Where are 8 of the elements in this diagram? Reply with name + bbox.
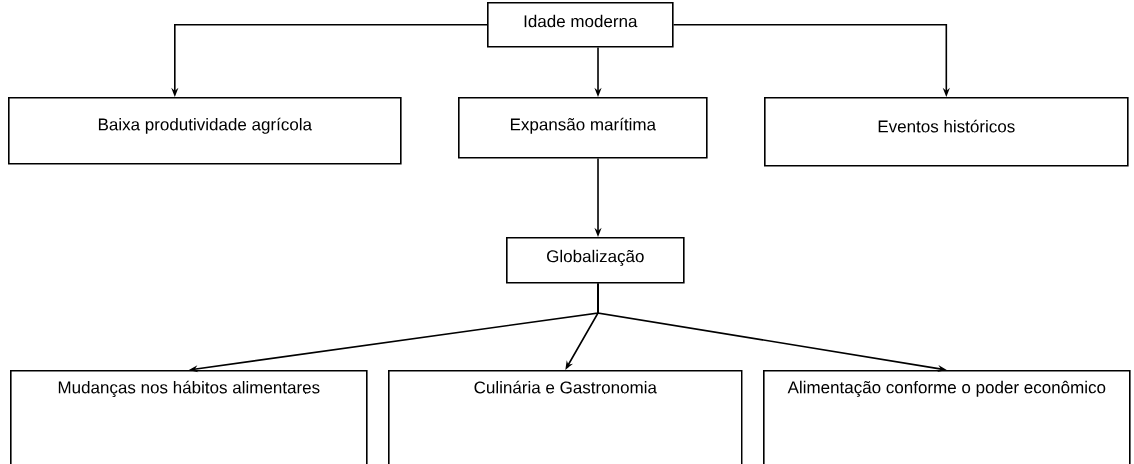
process-box: Idade moderna — [487, 2, 674, 48]
process-box: Baixa produtividade agrícola — [8, 97, 402, 165]
process-box: Expansão marítima — [458, 97, 708, 159]
process-box: Alimentação conforme o poder econômico — [763, 370, 1131, 464]
process-box: Mudanças nos hábitos alimentares — [10, 370, 368, 464]
process-box: Globalização — [506, 237, 685, 284]
process-box: Eventos históricos — [764, 97, 1129, 167]
process-box: Culinária e Gastronomia — [388, 370, 743, 464]
